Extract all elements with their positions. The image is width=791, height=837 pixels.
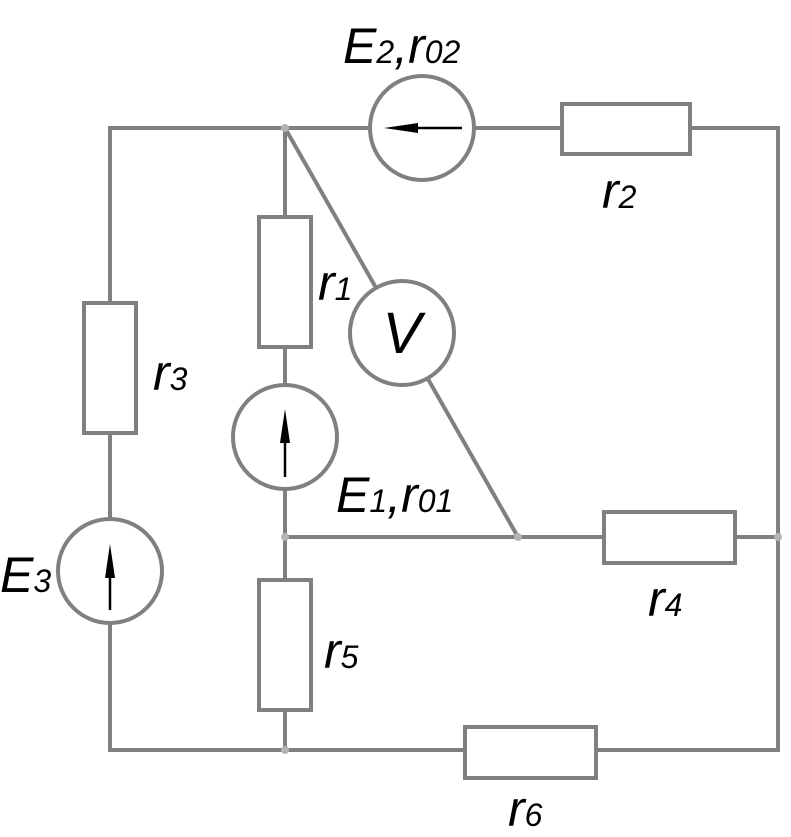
label-main: E xyxy=(0,547,34,603)
junction-nodes xyxy=(281,124,782,754)
arrow-up-icon xyxy=(105,544,115,578)
label-e3: E3 xyxy=(0,547,51,603)
source-e3 xyxy=(56,517,164,625)
voltmeter-circle xyxy=(348,279,456,387)
label-subscript: 2 xyxy=(618,179,637,215)
resistor-r1 xyxy=(257,215,313,349)
label-main: r xyxy=(648,571,667,627)
label-separator: , xyxy=(387,467,401,523)
resistor-r3 xyxy=(82,301,138,435)
label-e2-r02: E2,r02 xyxy=(343,18,461,74)
voltmeter-label: V xyxy=(383,301,427,366)
label-main: r xyxy=(602,163,621,219)
label-main: E xyxy=(343,18,377,74)
label-subscript: 3 xyxy=(170,361,188,397)
label-subscript: 2 xyxy=(375,34,394,70)
junction-node xyxy=(774,533,782,541)
label-r1: r1 xyxy=(318,255,352,311)
junction-node xyxy=(281,746,289,754)
label-main: E xyxy=(336,467,370,523)
junction-node xyxy=(514,533,522,541)
label-subscript: 3 xyxy=(33,563,51,599)
label-main: r xyxy=(318,255,337,311)
label-subscript: 02 xyxy=(425,34,461,70)
resistor-r5 xyxy=(257,578,313,712)
wires xyxy=(108,125,780,752)
resistor-r2 xyxy=(560,102,692,156)
source-e1 xyxy=(231,383,339,491)
voltmeter: V xyxy=(348,279,456,387)
label-r6: r6 xyxy=(508,781,543,837)
label-r2: r2 xyxy=(602,163,637,219)
label-subscript: 01 xyxy=(418,483,454,519)
label-main: r xyxy=(324,623,343,679)
junction-node xyxy=(281,533,289,541)
junction-node xyxy=(281,124,289,132)
label-main: r xyxy=(401,467,420,523)
source-e2 xyxy=(368,74,476,182)
label-subscript: 1 xyxy=(369,483,387,519)
resistors xyxy=(82,102,737,780)
label-main: r xyxy=(153,345,172,401)
label-r5: r5 xyxy=(324,623,359,679)
label-main: r xyxy=(508,781,527,837)
label-r4: r4 xyxy=(648,571,682,627)
label-subscript: 4 xyxy=(665,587,683,623)
resistor-r4 xyxy=(602,510,737,565)
arrow-left-icon xyxy=(384,123,418,133)
label-subscript: 1 xyxy=(335,271,353,307)
label-subscript: 5 xyxy=(341,639,359,675)
label-separator: , xyxy=(394,18,408,74)
label-e1-r01: E1,r01 xyxy=(336,467,453,523)
label-subscript: 6 xyxy=(525,797,543,833)
resistor-r6 xyxy=(463,725,598,780)
label-r3: r3 xyxy=(153,345,188,401)
label-main: r xyxy=(408,18,427,74)
arrow-up-icon xyxy=(280,409,290,443)
